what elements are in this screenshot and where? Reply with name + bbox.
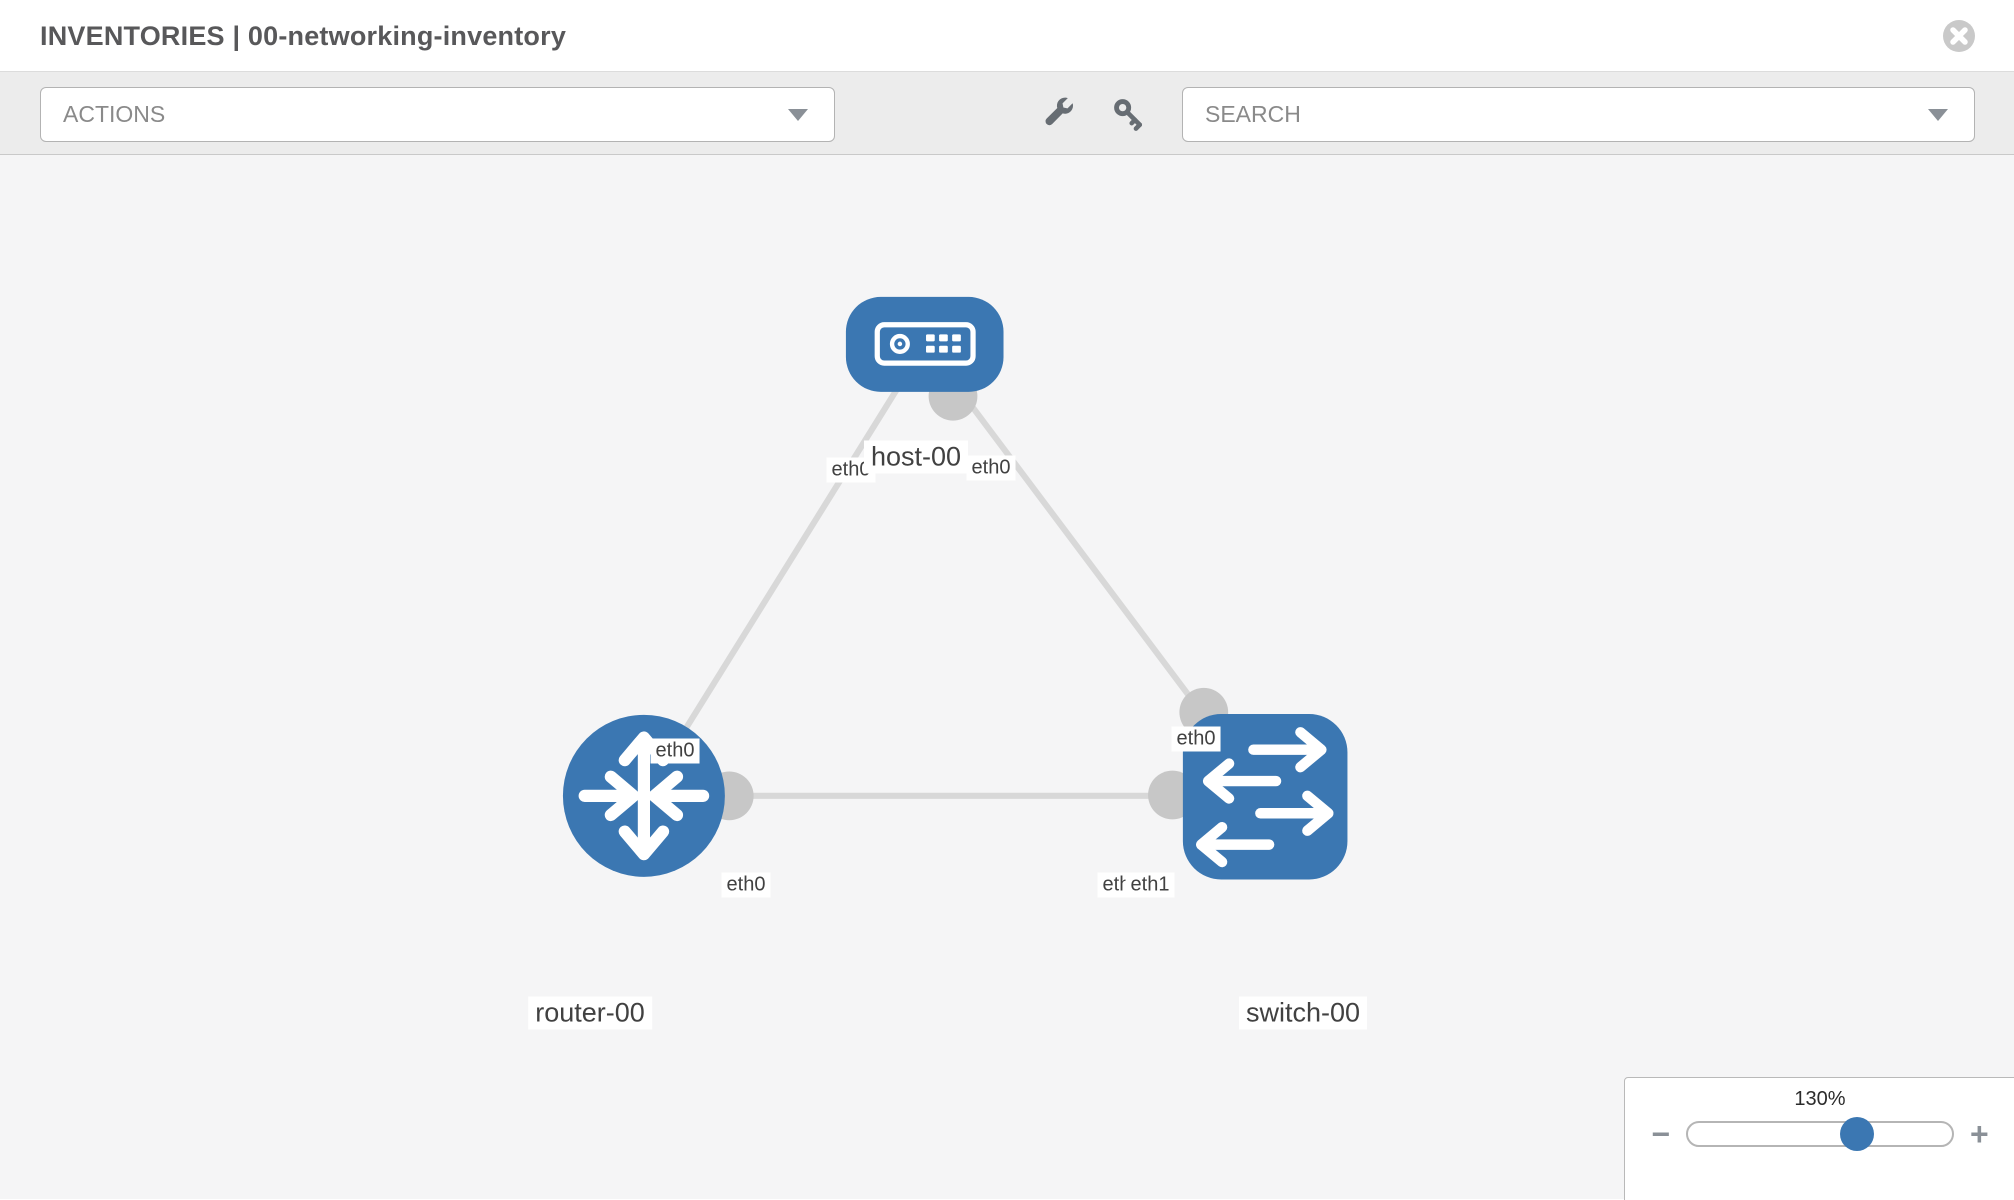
page-header: INVENTORIES | 00-networking-inventory (0, 0, 2014, 72)
close-icon (1943, 20, 1975, 52)
interface-label: eth0 (966, 455, 1016, 481)
node-label-router[interactable]: router-00 (528, 996, 652, 1030)
actions-dropdown[interactable]: ACTIONS (40, 87, 835, 142)
interface-label: eth1 (1125, 872, 1175, 898)
topology-svg (562, 296, 1348, 880)
close-button[interactable] (1942, 19, 1976, 53)
actions-dropdown-label: ACTIONS (63, 101, 166, 127)
zoom-level: 130% (1794, 1088, 1846, 1110)
interface-label: eth0 (650, 738, 700, 764)
search-placeholder: SEARCH (1205, 101, 1301, 127)
search-dropdown[interactable]: SEARCH (1182, 87, 1975, 142)
zoom-panel: 130% − + (1624, 1077, 2014, 1200)
chevron-down-icon (1928, 108, 1948, 121)
topology-canvas[interactable]: eth0 host-00 eth0 eth0 eth0 eth0 eth0 et… (0, 155, 2014, 1200)
page-title: INVENTORIES | 00-networking-inventory (40, 21, 567, 51)
key-icon (1114, 98, 1143, 131)
wrench-icon (1045, 97, 1074, 125)
toolbar-tools (1042, 72, 1146, 155)
interface-label: eth0 (721, 872, 771, 898)
node-switch[interactable] (1182, 714, 1348, 880)
link-host-router[interactable] (641, 342, 928, 798)
zoom-slider-thumb[interactable] (1839, 1117, 1874, 1151)
toolbar: ACTIONS SEARCH (0, 72, 2014, 155)
node-label-switch[interactable]: switch-00 (1238, 996, 1368, 1030)
zoom-slider[interactable] (1686, 1117, 1954, 1151)
switch-icon (1195, 727, 1334, 868)
node-host[interactable] (845, 296, 1004, 392)
node-router[interactable] (562, 714, 725, 877)
node-label-host[interactable]: host-00 (863, 440, 969, 474)
chevron-down-icon (788, 108, 808, 121)
host-icon (874, 322, 976, 366)
key-button[interactable] (1112, 97, 1146, 131)
zoom-out-button[interactable]: − (1651, 1116, 1670, 1152)
wrench-button[interactable] (1042, 97, 1076, 131)
interface-label: eth0 (1171, 726, 1221, 752)
zoom-in-button[interactable]: + (1970, 1116, 1989, 1152)
